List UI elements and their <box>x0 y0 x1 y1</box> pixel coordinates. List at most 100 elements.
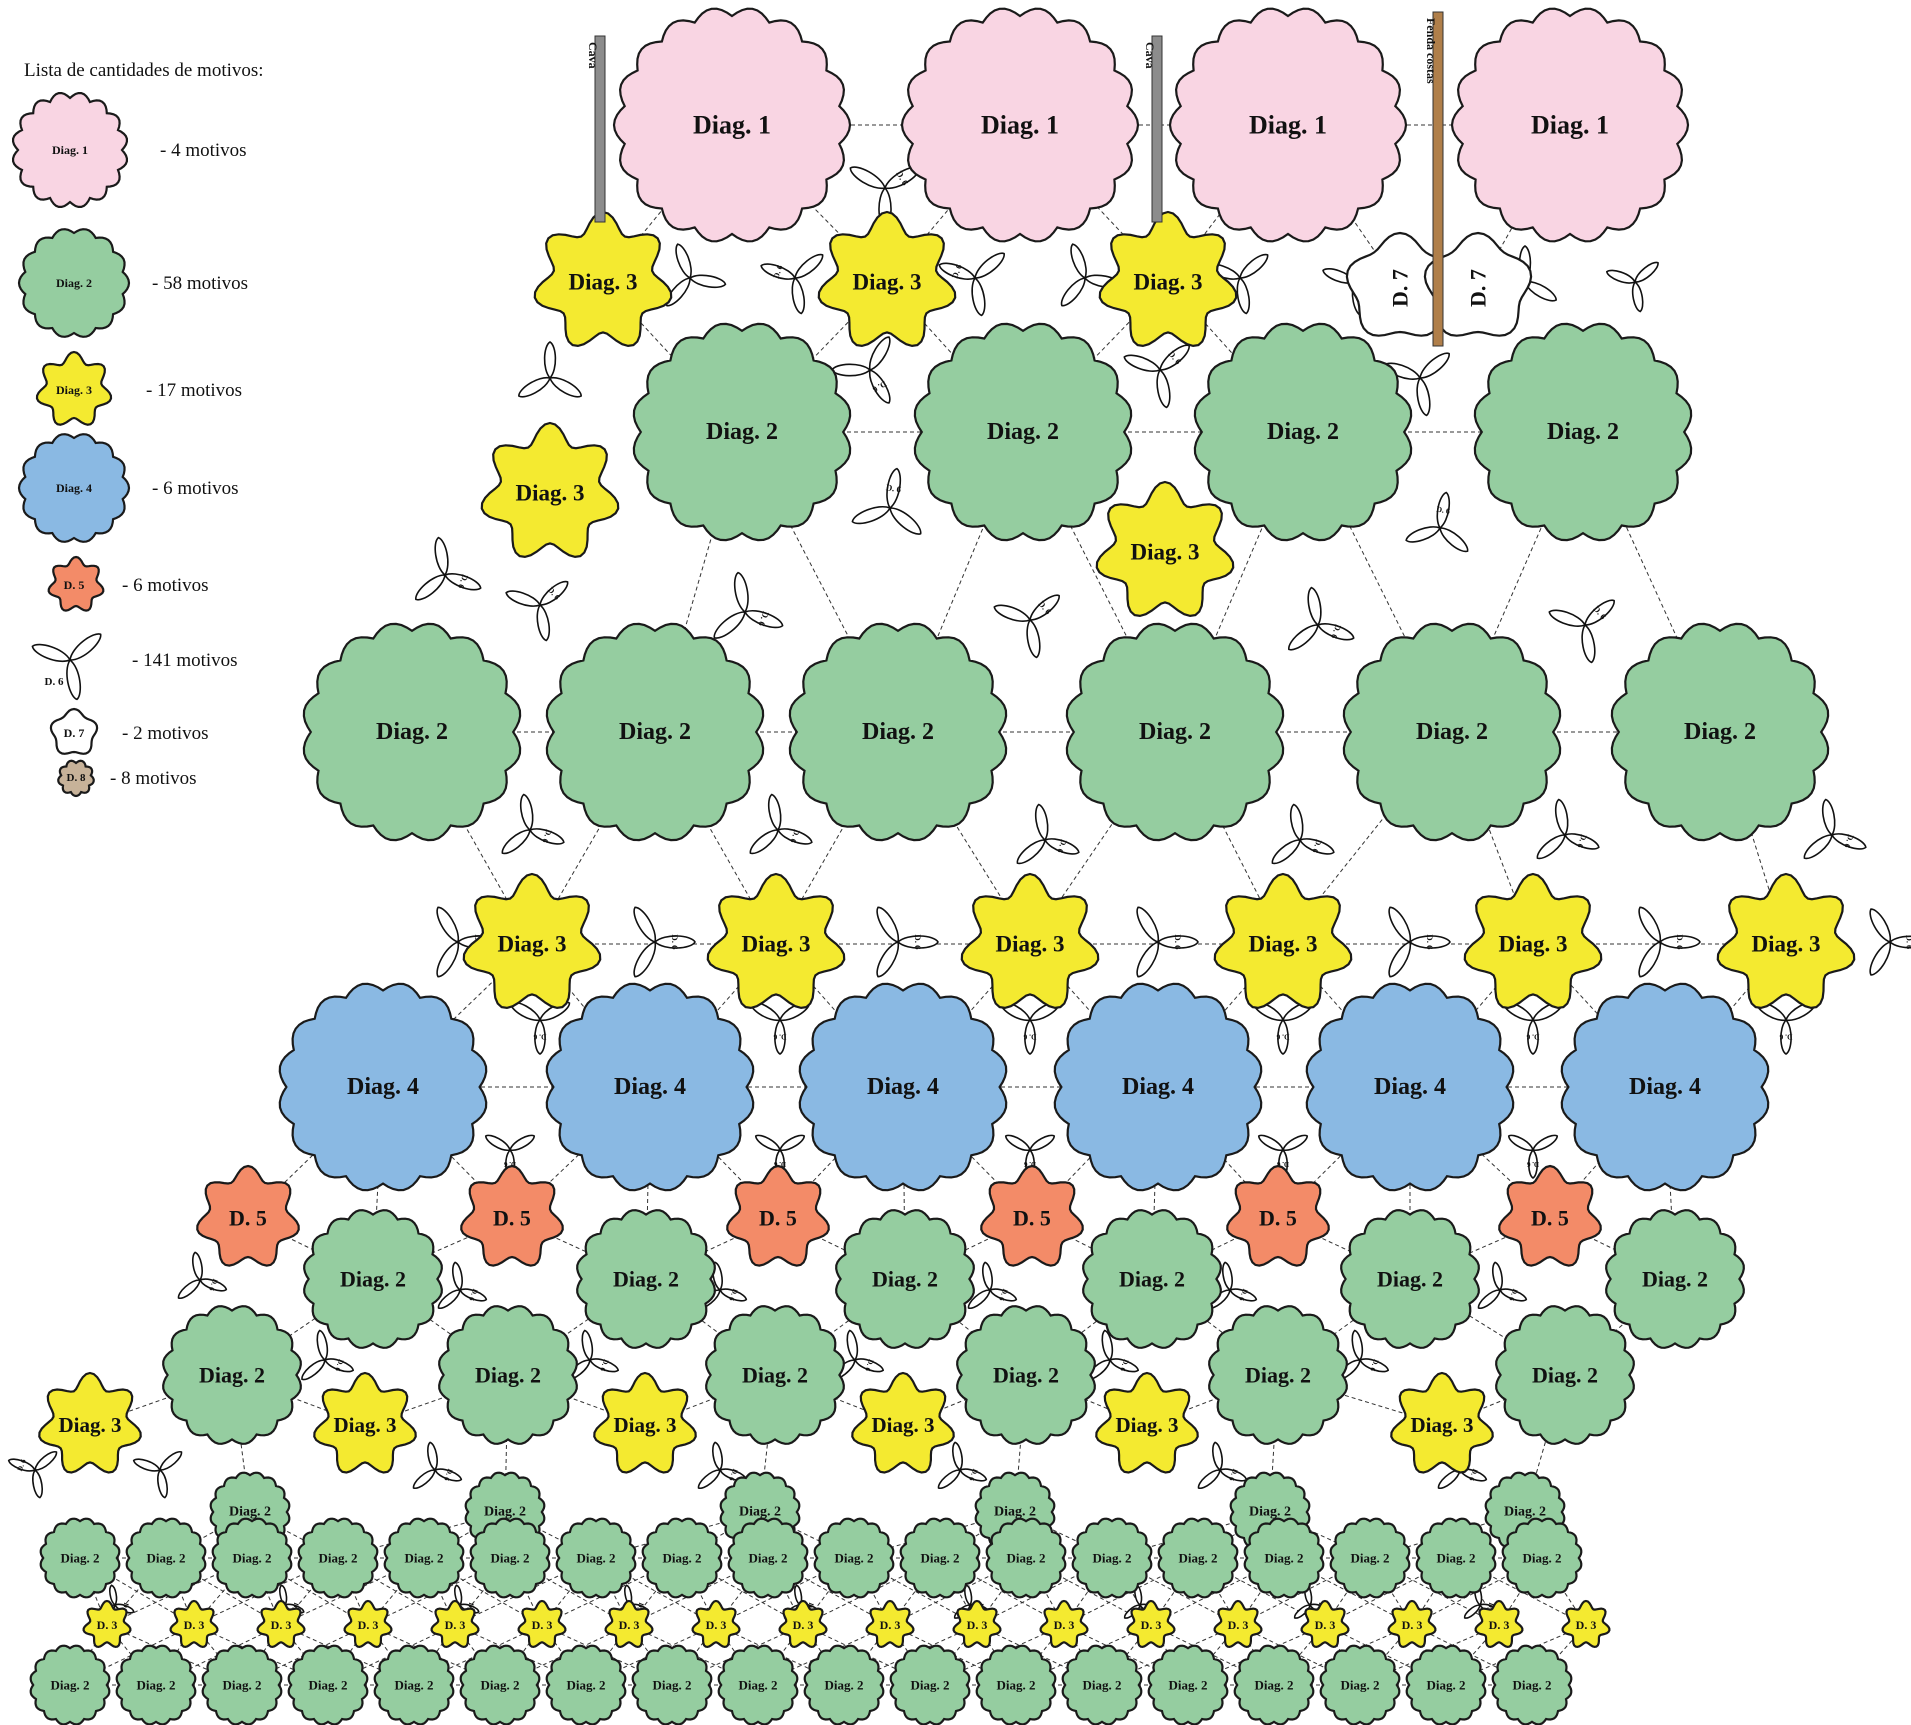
d6-petal <box>967 1289 991 1309</box>
diag2-small-motif-label: Diag. 2 <box>1523 1551 1562 1566</box>
diag2-small-motif: Diag. 2 <box>1243 1517 1325 1599</box>
diag3-small-motif: D. 3 <box>517 1599 567 1649</box>
d6-petal <box>697 1469 721 1489</box>
diag3-small-motif: D. 3 <box>1126 1599 1176 1649</box>
d6-petal <box>1136 906 1160 944</box>
d6-petal <box>132 1458 162 1472</box>
diag2-small-motif-shape <box>373 1644 455 1725</box>
d6-petal <box>1638 940 1662 978</box>
diag2-small-motif-label: Diag. 2 <box>1169 1678 1208 1693</box>
d6-petal <box>1289 803 1304 842</box>
fenda-costas-marker-label: Fenda costas <box>1424 18 1438 84</box>
cava-marker-label: Cava <box>586 42 600 69</box>
d6-motif: D. 6 <box>1271 803 1335 865</box>
diag2-motif: Diag. 2 <box>162 1305 302 1445</box>
d6-petal <box>767 793 782 832</box>
d6-petal <box>436 906 460 944</box>
d6-petal <box>1388 906 1412 944</box>
d6-label: D. 6 <box>788 828 801 844</box>
d6-petal <box>1298 838 1335 855</box>
d6-motif: D. 6 <box>412 1441 463 1489</box>
diag2-small-motif-label: Diag. 2 <box>1093 1551 1132 1566</box>
legend-swatch-label: Diag. 3 <box>56 383 92 397</box>
diag4-motif-label: Diag. 4 <box>347 1074 419 1100</box>
d6-petal <box>66 658 82 701</box>
connector-line <box>1101 1624 1239 1686</box>
diag2-small-motif: Diag. 2 <box>975 1644 1057 1725</box>
diag2-small-motif-shape <box>545 1644 627 1725</box>
diag2-small-motif: Diag. 2 <box>469 1517 551 1599</box>
d6-petal <box>1477 1289 1501 1309</box>
d6-petal <box>624 1584 633 1607</box>
legend-count: - 6 motivos <box>122 575 209 596</box>
diag3-small-motif-shape <box>1213 1599 1263 1649</box>
d6-petal <box>1581 623 1596 664</box>
diag2-motif-label: Diag. 2 <box>1532 1363 1598 1388</box>
diag1-motif-label: Diag. 1 <box>1531 111 1609 140</box>
diag2-small-motif-shape <box>727 1517 809 1599</box>
legend-count: - 17 motivos <box>146 380 242 401</box>
diag2-motif-label: Diag. 2 <box>199 1363 265 1388</box>
diag2-motif: Diag. 2 <box>545 622 765 842</box>
cava-marker: Cava <box>1143 35 1163 223</box>
d6-label: D. 6 <box>670 934 680 950</box>
d6-petal <box>548 376 582 398</box>
diag3-small-motif-shape <box>1474 1599 1524 1649</box>
d6-motif: D. 6 <box>1507 1134 1559 1179</box>
d6-petal <box>279 1584 288 1607</box>
diag2-motif: Diag. 2 <box>1082 1209 1222 1349</box>
diag3-small-motif-shape <box>604 1599 654 1649</box>
d6-motif: D. 6 <box>749 793 813 855</box>
d6-petal <box>1634 261 1659 283</box>
cava-marker-bar <box>1151 35 1163 223</box>
diag3-small-motif-shape <box>865 1599 915 1649</box>
diag3-motif-shape <box>1095 480 1235 618</box>
d6-petal <box>831 363 872 377</box>
d6-petal <box>1632 280 1644 313</box>
d6-petal <box>889 507 922 535</box>
diag2-motif-shape <box>1342 622 1562 842</box>
diag2-motif-shape <box>545 622 765 842</box>
diag2-motif-label: Diag. 2 <box>742 1363 808 1388</box>
d6-petal <box>733 571 749 614</box>
d6-petal <box>581 1329 593 1362</box>
d6-motif: D. 6 <box>938 252 1005 317</box>
d6-petal <box>1388 940 1412 978</box>
diag2-small-motif-shape <box>39 1517 121 1599</box>
d6-label: D. 6 <box>16 1458 28 1473</box>
diag2-motif-label: Diag. 2 <box>1642 1267 1708 1292</box>
d6-petal <box>1658 935 1701 949</box>
diag3-motif-label: Diag. 3 <box>614 1413 677 1437</box>
diag2-motif: Diag. 2 <box>302 622 522 842</box>
diag3-small-motif-label: D. 3 <box>358 1618 379 1632</box>
d6-petal <box>508 1134 536 1151</box>
diag3-small-motif: D. 3 <box>430 1599 480 1649</box>
d6-motif: D. 6 <box>437 1261 488 1309</box>
diag3-small-motif-shape <box>1126 1599 1176 1649</box>
diag3-motif-shape <box>851 1371 955 1474</box>
d6-petal <box>665 277 691 307</box>
diag3-small-motif-label: D. 3 <box>1576 1618 1597 1632</box>
d6-petal <box>849 166 887 190</box>
diag2-motif: Diag. 2 <box>788 622 1008 842</box>
d6-petal <box>316 1329 328 1362</box>
diag2-small-motif: Diag. 2 <box>727 1517 809 1599</box>
d6-petal <box>1888 935 1911 949</box>
diag2-small-motif-label: Diag. 2 <box>577 1551 616 1566</box>
d6-motif: D. 6 <box>831 336 891 404</box>
d6-label: D. 6 <box>1310 838 1323 854</box>
diag2-small-motif: Diag. 2 <box>39 1517 121 1599</box>
diag2-small-motif: Diag. 2 <box>641 1517 723 1599</box>
diag2-small-motif: Diag. 2 <box>297 1517 379 1599</box>
diag4-motif: Diag. 4 <box>278 982 488 1192</box>
connector-line <box>889 1624 1017 1686</box>
d6-petal <box>1507 1134 1535 1151</box>
diag2-small-motif-label: Diag. 2 <box>911 1678 950 1693</box>
d6-petal <box>588 1358 620 1373</box>
diag3-small-motif: D. 3 <box>1561 1599 1611 1649</box>
diag2-small-motif-label: Diag. 2 <box>739 1505 781 1520</box>
d6-petal <box>534 1018 546 1055</box>
diag2-motif-shape <box>303 1209 443 1349</box>
d6-petal <box>675 243 692 280</box>
